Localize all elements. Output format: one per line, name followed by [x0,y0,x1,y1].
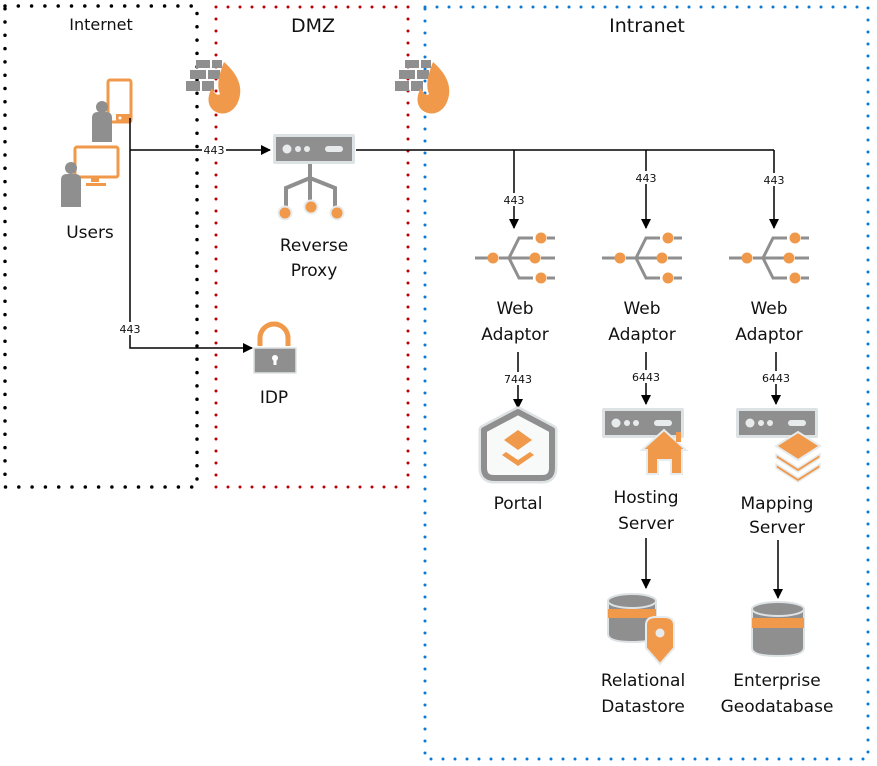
firewall-icon [395,60,450,114]
port-label: 7443 [504,373,532,386]
web-adaptor-icon [600,231,684,285]
internet-zone [3,4,199,489]
port-label: 6443 [762,372,790,385]
relational-datastore-label: Datastore [601,697,685,717]
firewall-icon [186,60,241,114]
port-label: 6443 [632,371,660,384]
port-label: 443 [120,323,141,336]
mapping-server-icon [736,408,822,483]
web-adaptor-label: Web [496,299,533,319]
hosting-server-icon [602,408,689,475]
port-label: 443 [764,174,785,187]
portal-icon [478,406,558,484]
internet-zone-title: Internet [69,15,133,34]
web-adaptor-label: Adaptor [608,325,675,345]
web-adaptor-label: Web [750,299,787,319]
mapping-server-label: Server [749,518,805,538]
users-label: Users [66,223,114,243]
idp-label: IDP [260,388,288,408]
padlock-icon [253,321,297,374]
hosting-server-label: Server [618,514,674,534]
reverse-proxy-icon [273,134,355,221]
web-adaptor-icon [473,231,557,285]
port-label: 443 [504,194,525,207]
relational-datastore-icon [607,593,675,666]
web-adaptor-label: Web [623,299,660,319]
dmz-zone-title: DMZ [291,15,335,37]
relational-datastore-label: Relational [601,671,685,691]
intranet-zone [423,5,870,761]
hosting-server-label: Hosting [614,488,679,508]
port-label: 443 [636,172,657,185]
connector-users-idp [129,118,253,353]
mapping-server-label: Mapping [741,494,814,514]
dmz-zone [214,5,410,489]
users-devices-icon [61,78,133,207]
web-adaptor-label: Adaptor [735,325,802,345]
geodatabase-label: Geodatabase [721,697,834,717]
reverse-proxy-label: Reverse [280,236,348,256]
reverse-proxy-label: Proxy [291,261,338,281]
web-adaptor-icon [727,231,811,285]
intranet-zone-title: Intranet [609,15,685,37]
port-label: 443 [204,144,225,157]
web-adaptor-label: Adaptor [481,325,548,345]
portal-label: Portal [494,494,543,514]
geodatabase-label: Enterprise [733,671,820,691]
geodatabase-icon [751,601,805,658]
